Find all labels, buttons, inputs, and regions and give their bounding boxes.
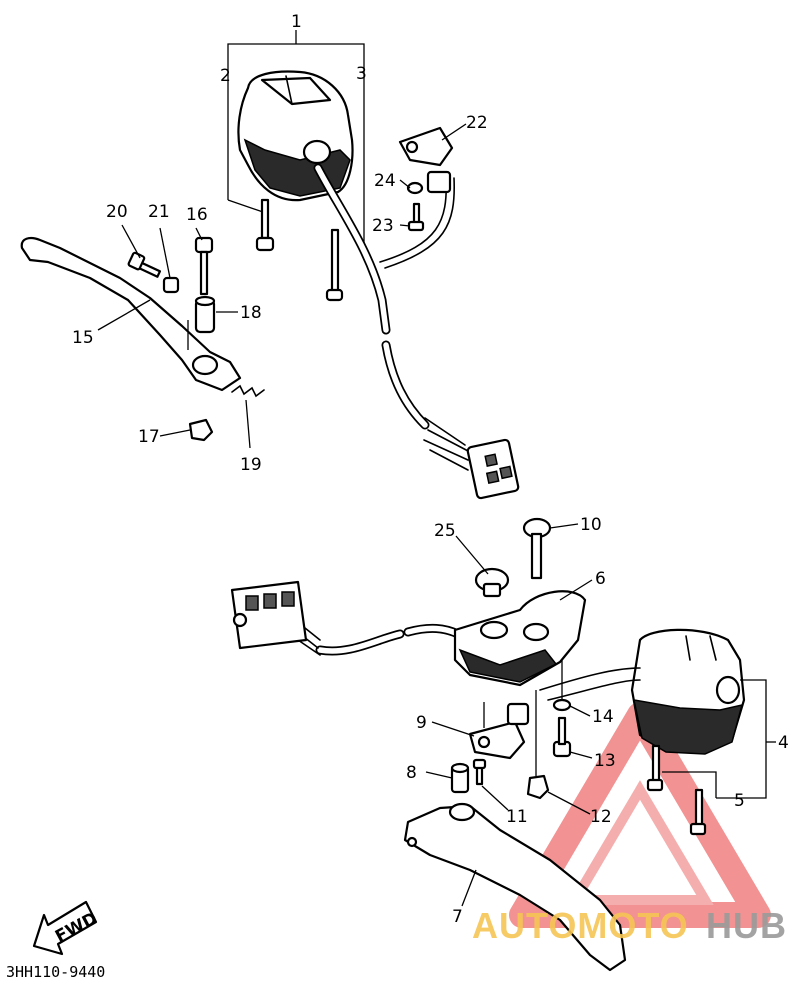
callout-3: 3 (356, 64, 367, 84)
bolt-10 (522, 517, 552, 580)
callout-2: 2 (220, 66, 231, 86)
bolt-20 (127, 251, 162, 278)
callout-4: 4 (778, 733, 789, 753)
nut-21 (162, 276, 180, 294)
callout-5: 5 (734, 791, 745, 811)
left-switch-cable (313, 163, 520, 500)
callout-23: 23 (372, 216, 394, 236)
watermark-text: AUTOMOTO HUB (472, 905, 787, 946)
callout-7: 7 (452, 907, 463, 927)
screw-23 (407, 202, 425, 232)
brake-lever (403, 802, 627, 972)
cap-25 (474, 567, 510, 598)
callout-6: 6 (595, 569, 606, 589)
collar-18 (194, 295, 216, 334)
callout-12: 12 (590, 807, 612, 827)
callout-1: 1 (291, 12, 302, 32)
callout-20: 20 (106, 202, 128, 222)
lever-holder (453, 590, 587, 687)
pivot-bolt-16 (194, 236, 214, 296)
washer-24 (406, 181, 424, 195)
nut-17 (188, 418, 214, 442)
bolt-13 (552, 716, 572, 758)
callout-19: 19 (240, 455, 262, 475)
fwd-arrow-icon: FWD (32, 900, 101, 956)
callout-24: 24 (374, 171, 396, 191)
callout-17: 17 (138, 427, 160, 447)
callout-16: 16 (186, 205, 208, 225)
callout-15: 15 (72, 328, 94, 348)
washer-14 (552, 698, 572, 712)
callout-14: 14 (592, 707, 614, 727)
drawing-code: 3HH110-9440 (6, 963, 105, 981)
callout-21: 21 (148, 202, 170, 222)
callout-11: 11 (506, 807, 528, 827)
spring-19 (231, 384, 265, 398)
callout-22: 22 (466, 113, 488, 133)
switch-screw-5a (646, 744, 664, 792)
watermark-part2: HUB (706, 905, 787, 946)
callout-labels: 1 2 3 4 5 6 7 8 9 10 11 12 13 14 15 16 1… (72, 12, 789, 927)
callout-10: 10 (580, 515, 602, 535)
switch-screw-5b (689, 788, 707, 836)
brake-switch (468, 702, 530, 760)
screw-11 (472, 758, 487, 786)
callout-13: 13 (594, 751, 616, 771)
callout-25: 25 (434, 521, 456, 541)
switch-screw-short (255, 198, 275, 252)
switch-screw-long (325, 228, 344, 302)
collar-8 (450, 762, 470, 794)
right-switch-cable (230, 580, 641, 701)
right-switch-assembly (630, 628, 746, 755)
nut-12 (526, 774, 550, 800)
watermark-part1: AUTOMOTO (472, 905, 689, 946)
callout-9: 9 (416, 713, 427, 733)
clutch-switch (398, 126, 454, 194)
callout-18: 18 (240, 303, 262, 323)
callout-8: 8 (406, 763, 417, 783)
clutch-lever (20, 237, 242, 392)
left-switch-assembly (237, 70, 354, 202)
